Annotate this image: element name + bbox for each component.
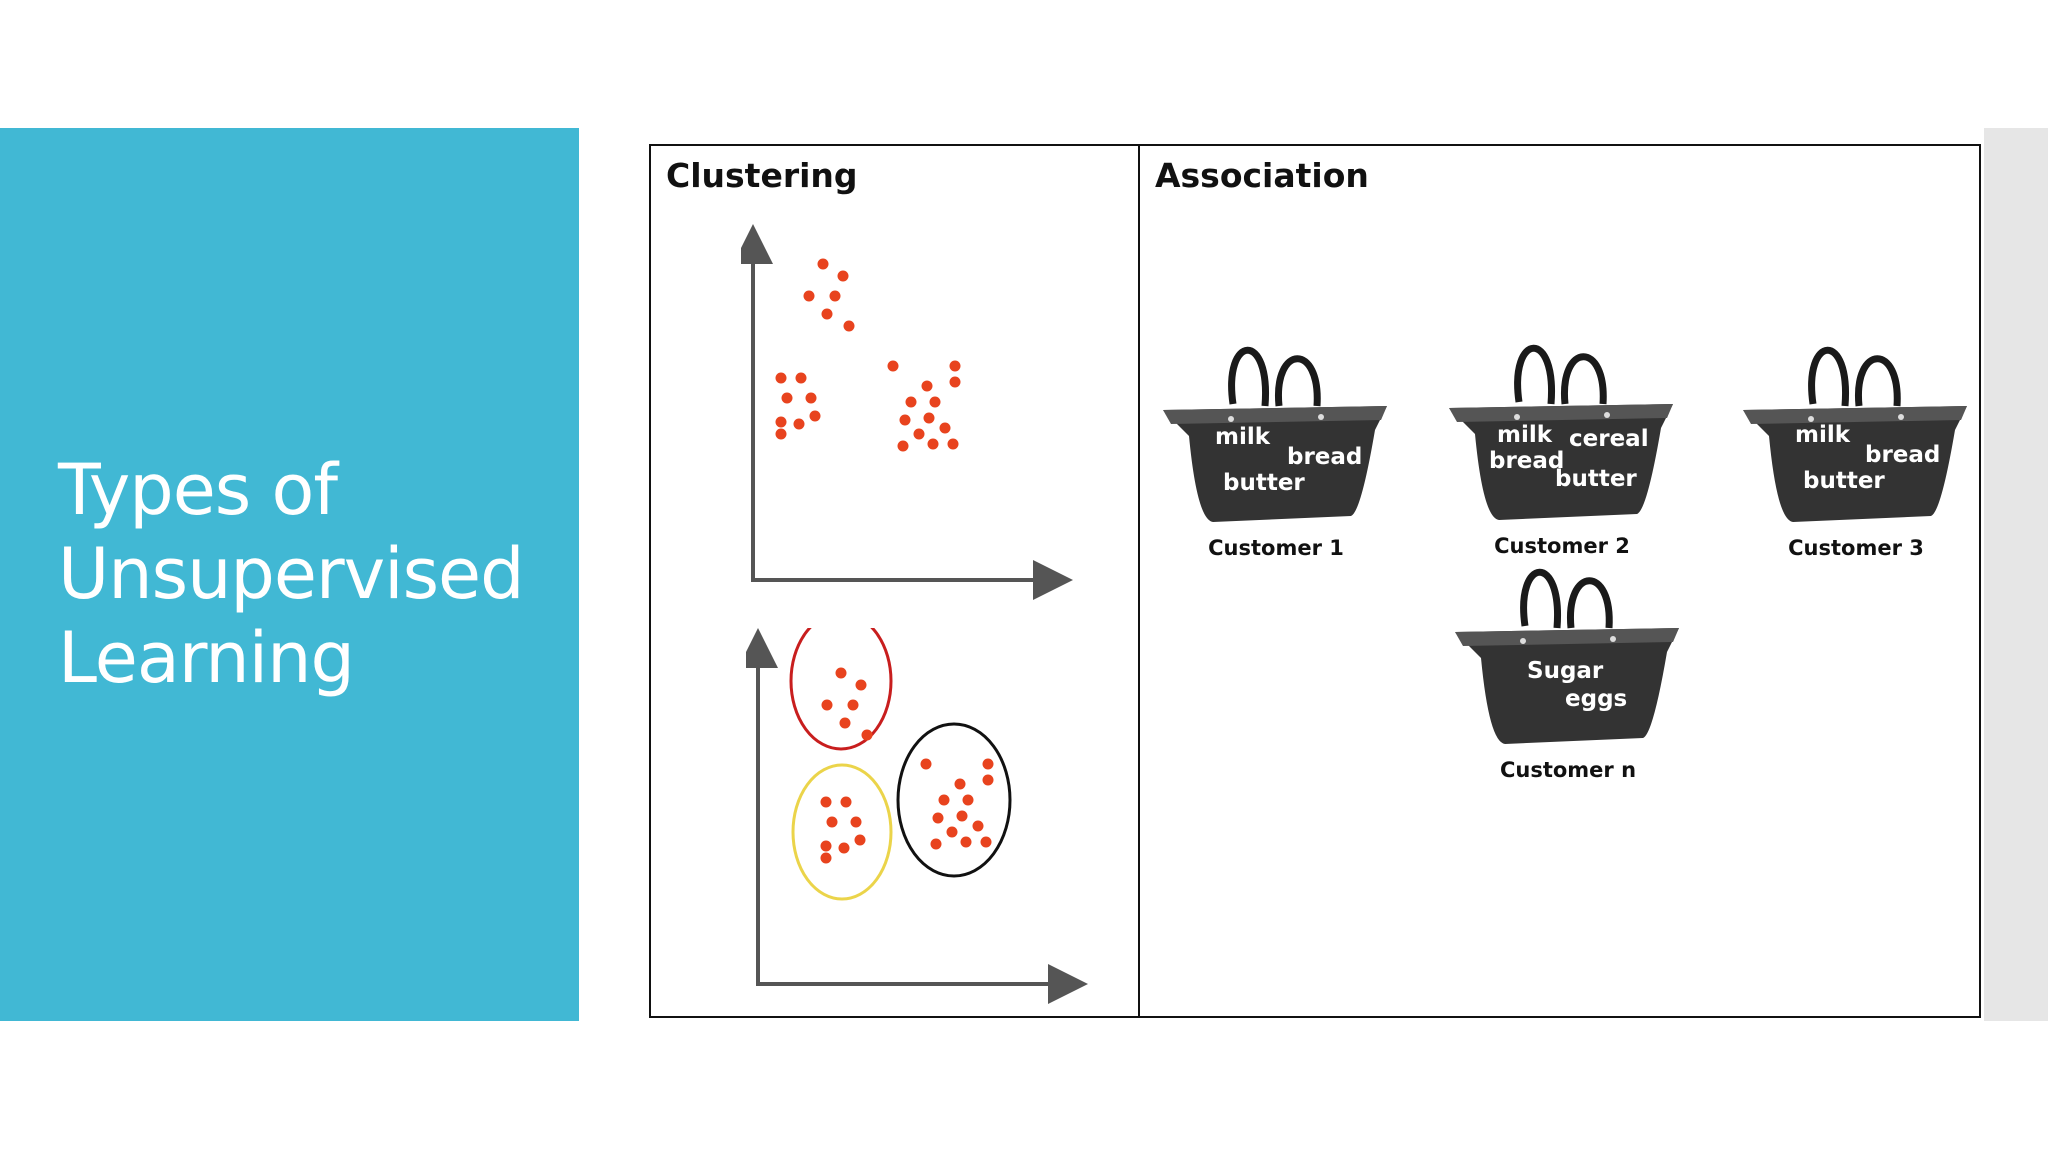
customer-label: Customer 3 [1741,536,1971,560]
data-point [796,373,807,384]
data-point [841,797,852,808]
data-point [983,775,994,786]
data-point [914,429,925,440]
data-point [940,423,951,434]
basket-customer-3: milk bread butter Customer 3 [1741,324,1971,564]
diagram-box: Clustering Association milk bread butter… [649,144,1981,1018]
association-label: Association [1155,156,1369,195]
clustering-label: Clustering [666,156,858,195]
basket-item: cereal [1569,426,1649,452]
data-point [947,827,958,838]
data-point [906,397,917,408]
basket-item: butter [1803,468,1885,494]
data-point [818,259,829,270]
basket-customer-2: milk cereal bread butter Customer 2 [1447,322,1677,562]
data-point [839,843,850,854]
data-point [957,811,968,822]
data-point [827,817,838,828]
data-point [856,680,867,691]
data-point [955,779,966,790]
data-point [888,361,899,372]
data-point [921,759,932,770]
data-point [922,381,933,392]
basket-item: butter [1223,470,1305,496]
data-point [851,817,862,828]
basket-customer-1: milk bread butter Customer 1 [1161,324,1391,564]
data-point [776,429,787,440]
basket-item: bread [1865,442,1940,468]
data-point [961,837,972,848]
data-point [821,841,832,852]
data-point [981,837,992,848]
data-point [898,441,909,452]
data-point [840,718,851,729]
data-point [794,419,805,430]
cluster-ring [793,765,891,899]
data-point [928,439,939,450]
column-divider [1138,146,1140,1016]
data-point [822,700,833,711]
data-point [900,415,911,426]
data-point [973,821,984,832]
basket-item: butter [1555,466,1637,492]
data-point [848,700,859,711]
basket-item: Sugar [1527,658,1603,684]
customer-label: Customer n [1453,758,1683,782]
basket-item: milk [1497,422,1552,448]
data-point [830,291,841,302]
data-point [844,321,855,332]
data-point [930,397,941,408]
basket-item: milk [1795,422,1850,448]
right-edge-strip [1984,128,2048,1021]
data-point [836,668,847,679]
data-point [855,835,866,846]
clustered-scatter-plot [746,628,1136,1020]
basket-item: milk [1215,424,1270,450]
basket-icon [1161,324,1391,534]
data-point [776,417,787,428]
data-point [983,759,994,770]
data-point [821,797,832,808]
data-point [821,853,832,864]
data-point [931,839,942,850]
basket-icon [1741,324,1971,534]
data-point [810,411,821,422]
unclustered-scatter-plot [741,224,1131,664]
basket-customer-n: Sugar eggs Customer n [1453,546,1683,786]
basket-icon [1453,546,1683,756]
data-point [804,291,815,302]
basket-item: eggs [1565,686,1627,712]
data-point [862,730,873,741]
data-point [933,813,944,824]
basket-item: bread [1489,448,1564,474]
data-point [838,271,849,282]
customer-label: Customer 1 [1161,536,1391,560]
data-point [822,309,833,320]
data-point [950,361,961,372]
data-point [939,795,950,806]
data-point [776,373,787,384]
cluster-ring [791,628,891,749]
data-point [963,795,974,806]
cluster-ring [898,724,1010,876]
slide-title: Types of Unsupervised Learning [58,448,558,700]
data-point [782,393,793,404]
data-point [948,439,959,450]
data-point [924,413,935,424]
basket-item: bread [1287,444,1362,470]
data-point [806,393,817,404]
data-point [950,377,961,388]
